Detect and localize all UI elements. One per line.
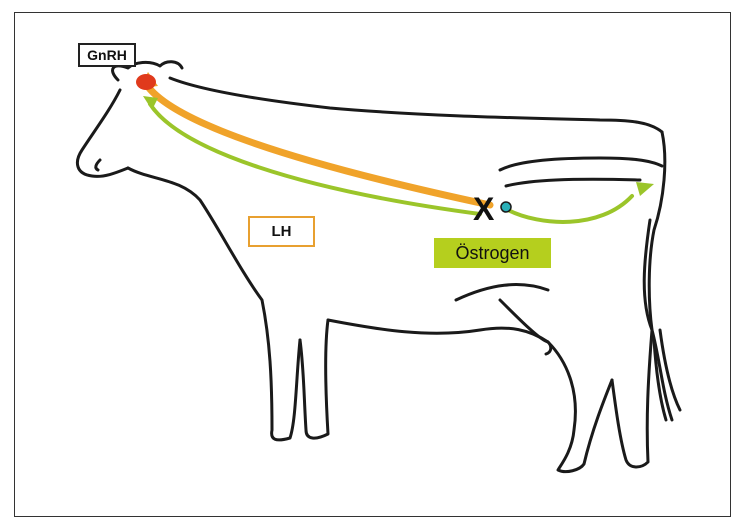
hypothalamus-dot: [136, 74, 156, 90]
oestrogen-pathway: [508, 196, 632, 222]
ovary-marker: X: [473, 191, 495, 227]
gnrh-label: GnRH: [78, 43, 136, 67]
lh-label: LH: [248, 216, 315, 247]
ovary-dot: [501, 202, 511, 212]
gnrh-pathway: [146, 84, 490, 205]
oestrogen-arrowhead: [636, 182, 654, 196]
oestrogen-label: Östrogen: [434, 238, 551, 268]
